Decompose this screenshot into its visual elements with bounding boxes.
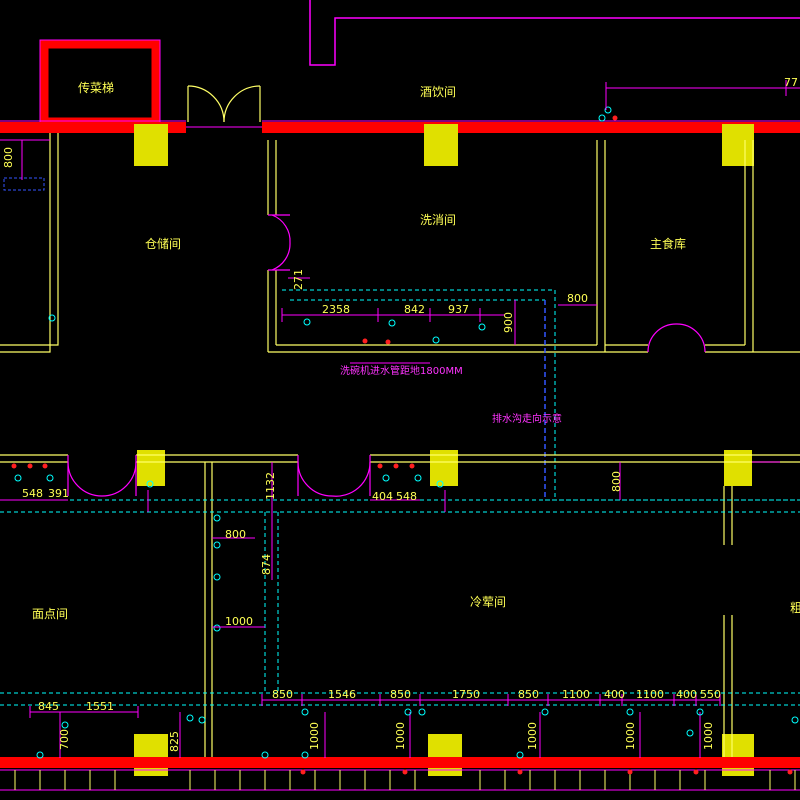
dim-b1546: 1546 [328, 688, 356, 701]
dim-800-right: 800 [610, 471, 623, 492]
dimension-lines-upper [281, 80, 800, 364]
dim-v1000d: 1000 [624, 722, 637, 750]
drain-note: 排水沟走向示意 [492, 412, 562, 425]
pipe-upper [282, 289, 556, 500]
dim-800-top-right: 800 [567, 292, 588, 305]
fixtures-middle-cyan [14, 474, 444, 632]
dim-v1000c: 1000 [526, 722, 539, 750]
room-label-storage: 仓储间 [145, 236, 181, 251]
dim-b700: 700 [58, 729, 71, 750]
double-door-top [187, 85, 261, 123]
dim-b1750: 1750 [452, 688, 480, 701]
dim-v1000a: 1000 [308, 722, 321, 750]
dim-77: 77 [784, 76, 798, 89]
fixtures-bottom-red [300, 769, 793, 775]
dim-391: 391 [48, 487, 69, 500]
left-small-elements [0, 139, 56, 322]
room-label-right-edge: 粗 [790, 601, 800, 615]
dim-b400b: 400 [676, 688, 697, 701]
dim-b850b: 850 [390, 688, 411, 701]
dim-1132: 1132 [264, 472, 277, 500]
dim-404: 404 [372, 490, 393, 503]
dimension-lines-middle [0, 461, 780, 628]
dim-874: 874 [260, 554, 273, 575]
wash-fixtures-red [362, 115, 618, 345]
bottom-main-wall [0, 757, 800, 791]
dim-271: 271 [292, 269, 305, 290]
dimension-chain-bottom [29, 694, 721, 758]
dim-800-mid: 800 [225, 528, 246, 541]
structural-columns [134, 124, 754, 776]
dim-b1551: 1551 [86, 700, 114, 713]
room-label-cold-dish: 冷荤间 [470, 595, 506, 609]
room-label-dumbwaiter: 传菜梯 [78, 80, 114, 95]
dim-b850a: 850 [272, 688, 293, 701]
dim-b400a: 400 [604, 688, 625, 701]
dim-1000-mid: 1000 [225, 615, 253, 628]
room-label-staple: 主食库 [650, 236, 686, 251]
pipe-note: 洗碗机进水管距地1800MM [340, 364, 463, 377]
dim-842: 842 [404, 303, 425, 316]
room-label-beverage: 酒饮间 [420, 85, 456, 99]
dim-548-left: 548 [22, 487, 43, 500]
wash-room-door [268, 214, 291, 271]
dim-b550: 550 [700, 688, 721, 701]
dim-b1100b: 1100 [636, 688, 664, 701]
dim-937: 937 [448, 303, 469, 316]
dim-b1100a: 1100 [562, 688, 590, 701]
wash-fixtures [303, 106, 612, 344]
dim-v1000e: 1000 [702, 722, 715, 750]
dim-b850c: 850 [518, 688, 539, 701]
dim-548-mid: 548 [396, 490, 417, 503]
dim-v1000b: 1000 [394, 722, 407, 750]
room-label-wash: 洗消间 [420, 213, 456, 227]
dim-2358: 2358 [322, 303, 350, 316]
room-label-pastry: 面点间 [32, 607, 68, 621]
top-main-wall [0, 120, 800, 133]
pipe-lower [0, 499, 800, 706]
staple-store-door [647, 323, 706, 353]
dim-b825: 825 [168, 731, 181, 752]
dim-b845: 845 [38, 700, 59, 713]
dim-800-left: 800 [2, 147, 15, 168]
fixtures-bottom [36, 708, 799, 759]
dim-900-mid: 900 [502, 312, 515, 333]
middle-doors [67, 455, 371, 497]
upper-floor-outline [309, 0, 800, 66]
upper-partitions [0, 133, 800, 353]
fixtures-middle-red [11, 463, 415, 469]
